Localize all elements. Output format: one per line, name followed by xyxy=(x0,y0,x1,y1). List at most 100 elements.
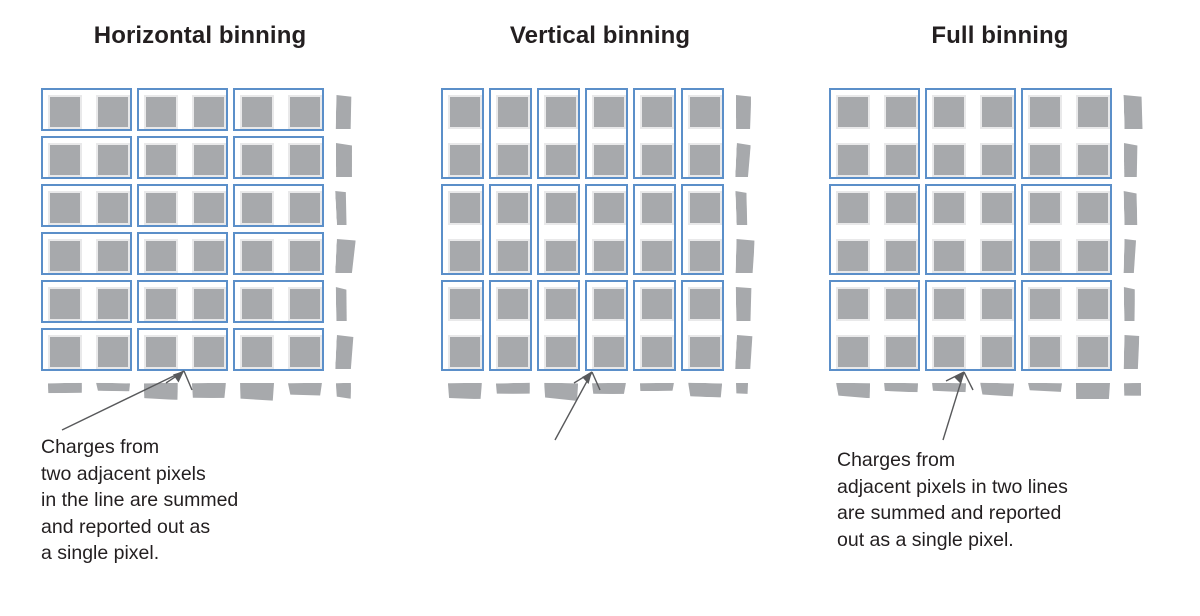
pixel-square xyxy=(96,191,130,225)
panel-title-vertical: Vertical binning xyxy=(509,22,691,49)
pixel-square xyxy=(240,335,274,369)
pixel-clipped-right xyxy=(1124,191,1138,225)
pixel-clipped-bottom xyxy=(336,383,352,399)
pixel-clipped-right xyxy=(336,143,352,177)
pixel-square xyxy=(496,287,530,321)
pixel-clipped-bottom xyxy=(496,383,530,395)
pixel-clipped-bottom xyxy=(884,383,918,393)
pixel-square xyxy=(288,239,322,273)
pixel-square xyxy=(884,191,918,225)
pixel-square xyxy=(932,287,966,321)
pixel-square xyxy=(192,95,226,129)
pixel-clipped-bottom xyxy=(736,383,748,394)
pixel-square xyxy=(144,239,178,273)
pixel-square xyxy=(48,335,82,369)
pixel-square xyxy=(48,191,82,225)
pixel-square xyxy=(288,287,322,321)
sensor-grid-full xyxy=(800,88,1200,398)
pixel-square xyxy=(544,239,578,273)
pixel-square xyxy=(884,143,918,177)
pixel-square xyxy=(836,287,870,321)
panel-full-binning: Full binning Charges from groups of four… xyxy=(800,0,1200,616)
pixel-square xyxy=(980,335,1014,369)
pixel-square xyxy=(640,143,674,177)
pixel-clipped-right xyxy=(335,335,353,369)
pixel-square xyxy=(1076,335,1110,369)
pixel-square xyxy=(240,143,274,177)
pixel-square xyxy=(448,239,482,273)
pixel-square xyxy=(688,335,722,369)
pixel-square xyxy=(1028,191,1062,225)
pixel-square xyxy=(884,335,918,369)
pixel-clipped-bottom xyxy=(448,383,482,400)
panel-title-full: Full binning xyxy=(931,22,1069,49)
pixel-clipped-right xyxy=(736,95,751,129)
pixel-square xyxy=(240,287,274,321)
pixel-square xyxy=(1076,143,1110,177)
pixel-square xyxy=(96,287,130,321)
pixel-square xyxy=(96,143,130,177)
pixel-square xyxy=(1028,335,1062,369)
pixel-square xyxy=(1028,143,1062,177)
pixel-clipped-bottom xyxy=(48,383,82,394)
pixel-square xyxy=(496,335,530,369)
pixel-square xyxy=(932,191,966,225)
pixel-square xyxy=(592,287,626,321)
pixel-square xyxy=(192,335,226,369)
pixel-clipped-bottom xyxy=(192,383,226,399)
pixel-square xyxy=(884,239,918,273)
pixel-clipped-right xyxy=(1124,143,1138,177)
pixel-clipped-right xyxy=(1124,239,1137,273)
pixel-clipped-bottom xyxy=(288,383,322,396)
pixel-square xyxy=(932,143,966,177)
pixel-square xyxy=(836,239,870,273)
panel-horizontal-binning: Horizontal binning Charges from two adja… xyxy=(0,0,400,616)
pixel-square xyxy=(836,95,870,129)
pixel-square xyxy=(144,191,178,225)
pixel-clipped-bottom xyxy=(688,383,722,398)
pixel-square xyxy=(96,335,130,369)
pixel-square xyxy=(640,95,674,129)
pixel-square xyxy=(688,191,722,225)
pixel-square xyxy=(144,287,178,321)
pixel-clipped-bottom xyxy=(1028,383,1062,392)
pixel-square xyxy=(496,143,530,177)
pixel-square xyxy=(448,287,482,321)
pixel-square xyxy=(288,143,322,177)
pixel-square xyxy=(144,335,178,369)
pixel-square xyxy=(144,143,178,177)
pixel-square xyxy=(980,95,1014,129)
pixel-square xyxy=(640,335,674,369)
pixel-clipped-right xyxy=(336,95,352,129)
pixel-clipped-bottom xyxy=(932,383,966,392)
pixel-square xyxy=(288,95,322,129)
pixel-square xyxy=(144,95,178,129)
pixel-square xyxy=(688,239,722,273)
pixel-square xyxy=(884,287,918,321)
pixel-square xyxy=(448,143,482,177)
pixel-clipped-bottom xyxy=(1124,383,1142,396)
pixel-square xyxy=(640,239,674,273)
pixel-square xyxy=(448,191,482,225)
pixel-square xyxy=(544,95,578,129)
pixel-square xyxy=(192,143,226,177)
pixel-square xyxy=(688,287,722,321)
pixel-square xyxy=(1028,287,1062,321)
panel-title-horizontal: Horizontal binning xyxy=(93,22,307,49)
pixel-square xyxy=(1076,287,1110,321)
pixel-square xyxy=(932,95,966,129)
pixel-square xyxy=(96,239,130,273)
pixel-clipped-right xyxy=(335,239,355,273)
pixel-clipped-right xyxy=(1124,335,1140,369)
pixel-square xyxy=(240,95,274,129)
pixel-square xyxy=(1028,239,1062,273)
pixel-square xyxy=(688,95,722,129)
pixel-square xyxy=(96,95,130,129)
pixel-square xyxy=(592,239,626,273)
pixel-square xyxy=(980,143,1014,177)
pixel-clipped-bottom xyxy=(544,383,578,401)
pixel-clipped-right xyxy=(336,287,347,321)
caption-horizontal: Charges from two adjacent pixels in the … xyxy=(41,436,239,564)
pixel-square xyxy=(592,191,626,225)
pixel-square xyxy=(288,191,322,225)
